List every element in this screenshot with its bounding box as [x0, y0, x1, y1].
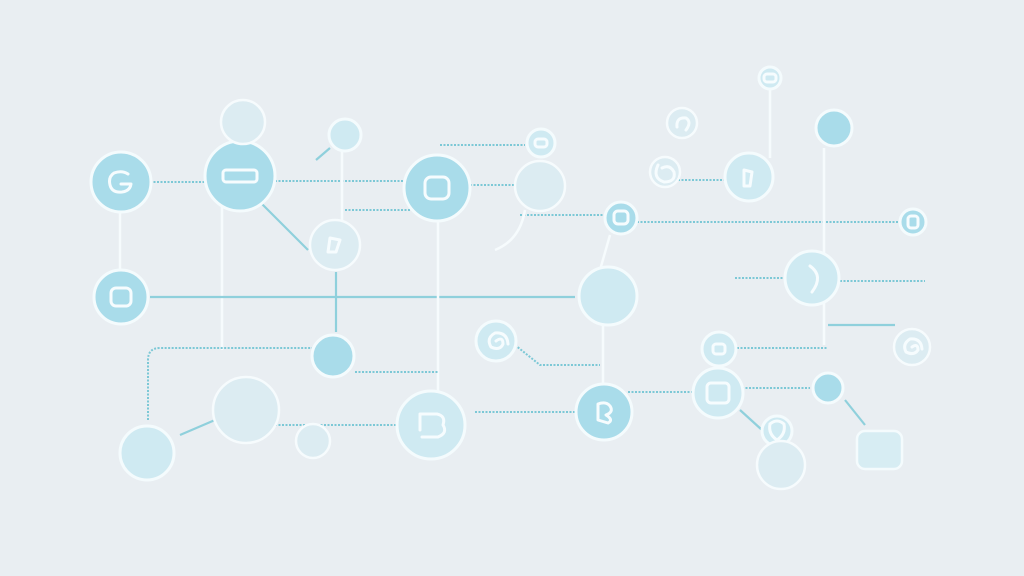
graph-node — [294, 422, 332, 460]
graph-node — [89, 150, 153, 214]
graph-node — [855, 429, 904, 471]
edge — [598, 234, 612, 271]
graph-node — [219, 98, 267, 146]
graph-node — [811, 371, 845, 405]
edge — [147, 347, 312, 420]
graph-node — [395, 389, 467, 461]
graph-node — [814, 108, 854, 148]
graph-node — [723, 151, 775, 203]
g-glyph-icon — [108, 170, 133, 194]
graph-node — [211, 375, 281, 445]
graph-node — [648, 155, 682, 189]
edge — [179, 418, 216, 437]
tab-glyph-icon — [906, 214, 920, 230]
graph-node — [203, 139, 277, 213]
graph-node — [118, 424, 176, 482]
rounded-rect-icon — [109, 286, 133, 308]
key-glyph-icon — [768, 419, 786, 442]
edge — [315, 147, 331, 161]
rounded-rect-icon — [221, 168, 259, 184]
graph-node — [474, 319, 518, 363]
graph-node — [525, 127, 557, 159]
graph-node — [691, 366, 745, 420]
nodes — [89, 65, 932, 491]
tab-glyph-icon — [533, 137, 549, 149]
graph-node — [898, 207, 928, 237]
edge — [844, 399, 866, 426]
edge — [514, 344, 600, 366]
edge — [739, 409, 763, 431]
graph-node — [577, 265, 639, 327]
tab-glyph-icon — [762, 72, 778, 84]
b-glyph-icon — [596, 401, 613, 425]
graph-node — [402, 153, 472, 223]
graph-node — [574, 382, 634, 442]
rounded-rect-icon — [612, 209, 630, 226]
edge — [494, 209, 527, 252]
graph-node — [513, 159, 567, 213]
edge — [261, 203, 309, 251]
key-glyph-icon — [326, 236, 342, 254]
b-glyph-icon — [418, 412, 447, 439]
rounded-rect-icon — [705, 381, 731, 405]
graph-node — [783, 249, 841, 307]
graph-node — [757, 65, 783, 91]
swirl-icon — [654, 163, 676, 184]
rounded-rect-icon — [423, 175, 451, 201]
key-glyph-icon — [808, 264, 819, 294]
graph-node — [310, 333, 356, 379]
key-glyph-icon — [742, 168, 754, 188]
spiral-icon — [487, 331, 510, 350]
graph-node — [603, 200, 639, 236]
graph-node — [308, 218, 362, 272]
spiral-icon — [903, 337, 924, 356]
graph-node — [92, 268, 150, 326]
tab-glyph-icon — [711, 342, 727, 356]
swirl-icon — [675, 116, 691, 132]
graph-node — [327, 117, 363, 153]
edges — [118, 88, 925, 437]
graph-node — [760, 414, 794, 448]
graph-node — [665, 106, 699, 140]
graph-node — [892, 327, 932, 367]
graph-node — [755, 439, 807, 491]
graph-node — [700, 330, 738, 368]
